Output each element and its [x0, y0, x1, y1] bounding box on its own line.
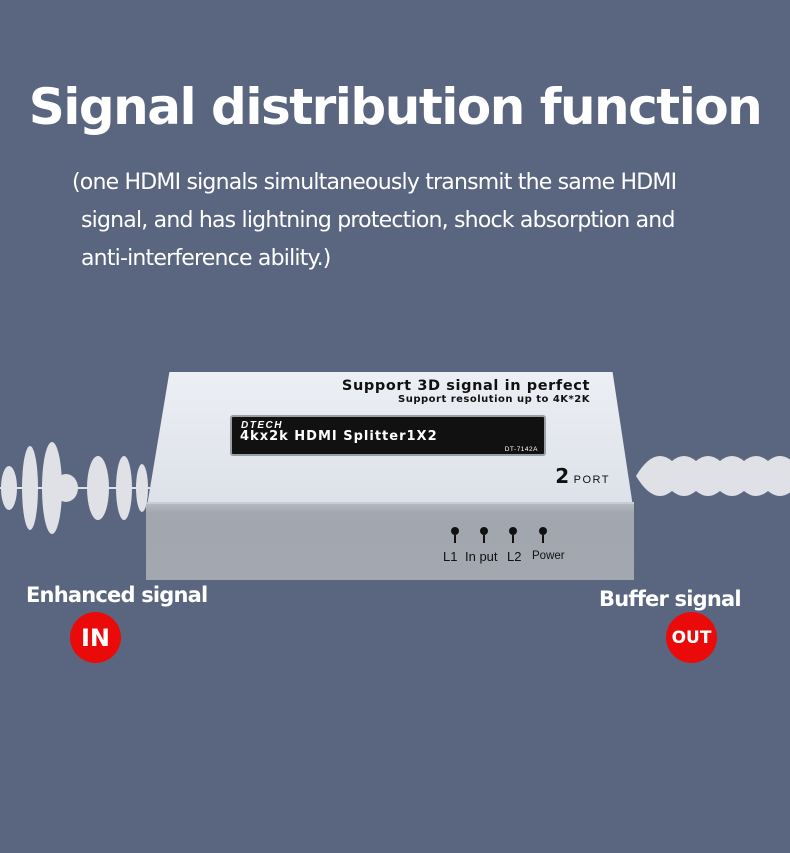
- description-line: signal, and has lightning protection, sh…: [81, 208, 675, 233]
- indicator-label: L2: [507, 549, 522, 564]
- device-label-plate: DTECH 4kx2k HDMI Splitter1X2 DT-7142A: [230, 415, 546, 456]
- device-front-panel: [146, 502, 634, 580]
- indicator-label: Power: [532, 550, 565, 562]
- device-subtagline: Support resolution up to 4K*2K: [398, 394, 590, 405]
- led-indicator-icon: [451, 527, 459, 543]
- brand-logo: DTECH: [241, 420, 283, 431]
- description: (one HDMI signals simultaneously transmi…: [72, 164, 752, 278]
- page-title: Signal distribution function: [28, 78, 763, 136]
- output-signal-label: Buffer signal: [599, 587, 742, 611]
- device-tagline: Support 3D signal in perfect: [341, 378, 590, 394]
- input-signal-label: Enhanced signal: [26, 583, 208, 607]
- led-indicator-icon: [509, 527, 517, 543]
- description-line: anti-interference ability.): [81, 246, 331, 271]
- port-count: 2 PORT: [555, 464, 610, 488]
- model-name: 4kx2k HDMI Splitter1X2: [240, 429, 438, 444]
- indicator-label: In put: [465, 549, 498, 564]
- input-waveform-icon: [0, 442, 150, 534]
- output-waveform-icon: [636, 456, 790, 496]
- description-line: (one HDMI signals simultaneously transmi…: [72, 170, 677, 195]
- led-indicator-icon: [480, 527, 488, 543]
- in-badge: IN: [70, 612, 121, 663]
- led-indicator-icon: [539, 527, 547, 543]
- model-code: DT-7142A: [504, 446, 538, 453]
- indicator-label: L1: [443, 549, 458, 564]
- out-badge: OUT: [666, 612, 717, 663]
- hdmi-splitter-device: Support 3D signal in perfect Support res…: [140, 372, 640, 580]
